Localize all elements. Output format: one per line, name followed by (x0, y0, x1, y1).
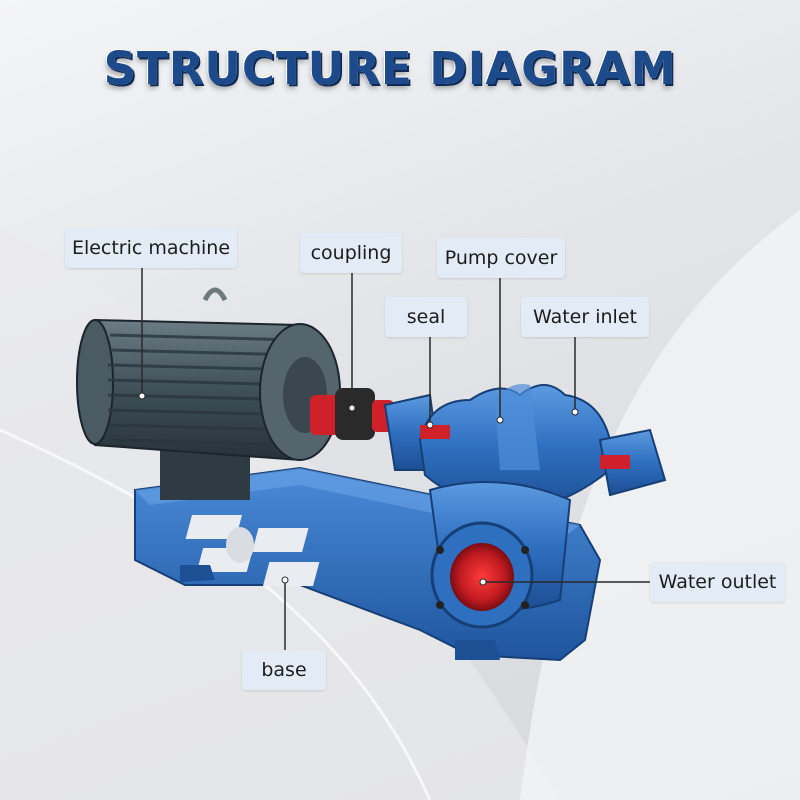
label-pump-cover: Pump cover (437, 238, 565, 278)
label-base: base (242, 650, 326, 690)
electric-motor (76, 287, 341, 500)
label-coupling: coupling (300, 233, 402, 273)
page-title: STRUCTURE DIAGRAM (103, 42, 677, 95)
water-outlet-flange (430, 521, 534, 629)
coupling-part (310, 388, 394, 440)
label-water-inlet: Water inlet (521, 297, 649, 337)
label-seal: seal (385, 297, 467, 337)
label-water-outlet: Water outlet (650, 562, 785, 602)
label-electric-machine: Electric machine (65, 228, 237, 268)
